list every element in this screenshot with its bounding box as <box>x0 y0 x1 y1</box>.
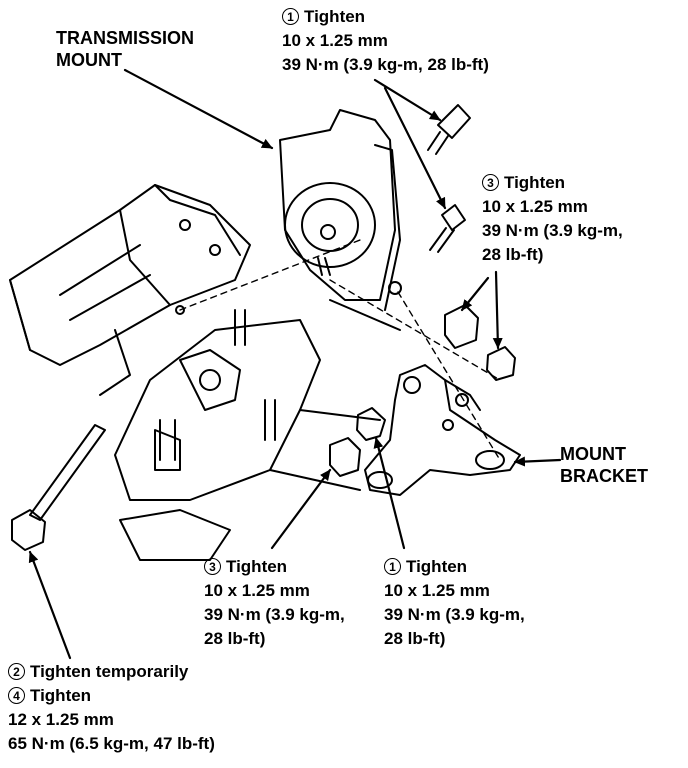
frame-bracket <box>9 184 251 396</box>
step-number-badge: 4 <box>8 687 25 704</box>
step-number-badge: 1 <box>282 8 299 25</box>
bolt-top-1 <box>427 104 471 155</box>
step-number-badge: 3 <box>482 174 499 191</box>
bolt-bracket <box>356 407 386 441</box>
transmission-mount <box>279 109 402 311</box>
transmission-mount-label: TRANSMISSION MOUNT <box>56 28 195 70</box>
step-number-badge: 1 <box>384 558 401 575</box>
mount-bracket-label: MOUNT BRACKET <box>560 444 648 486</box>
mount-bracket <box>364 364 521 496</box>
engine-housing <box>114 299 401 561</box>
bolt-top-2 <box>429 204 466 253</box>
step-number-badge: 2 <box>8 663 25 680</box>
nut-right-1 <box>444 304 479 349</box>
nut-right-2 <box>486 346 516 381</box>
long-bolt <box>11 424 106 551</box>
step-number-badge: 3 <box>204 558 221 575</box>
nut-bottom <box>329 437 361 477</box>
